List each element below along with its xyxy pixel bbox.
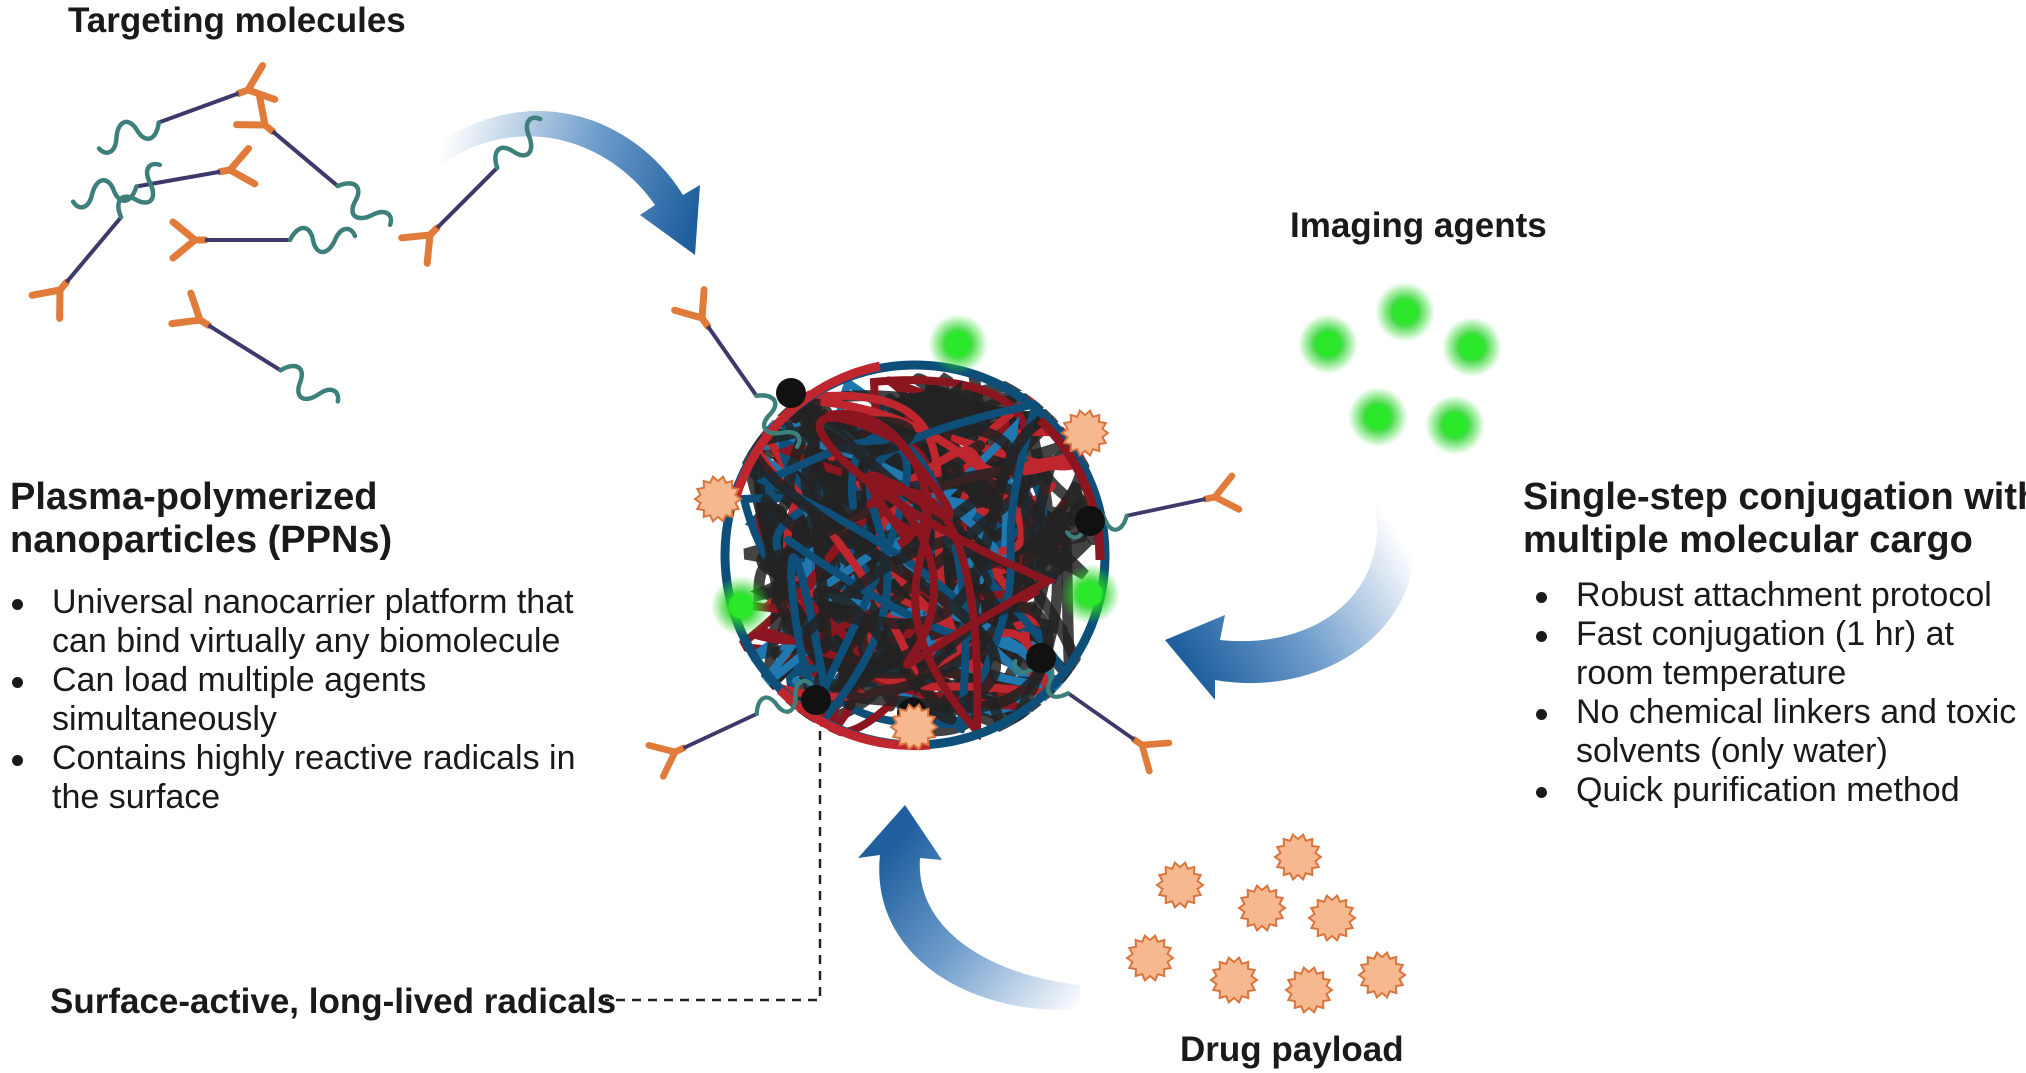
drug-icon — [1060, 408, 1110, 458]
targeting-molecule — [398, 115, 543, 267]
drug-icon — [1209, 955, 1259, 1005]
drug-icon — [1273, 832, 1323, 882]
right-bullet-3-line-2: solvents (only water) — [1576, 732, 1888, 770]
drug-icon — [1125, 933, 1175, 983]
nanoparticle-icon — [719, 359, 1111, 751]
drug-icon — [693, 474, 743, 524]
drug-icon — [1237, 883, 1287, 933]
arrow-to-nanoparticle-bottom — [858, 805, 1080, 1011]
targeting-molecule — [28, 161, 163, 322]
peptide-icon — [335, 181, 394, 228]
peptide-icon — [278, 363, 341, 404]
left-bullet-2: Can load multiple agents simultaneously — [0, 661, 575, 739]
antibody-icon — [233, 93, 277, 135]
left-title-line-2: nanoparticles (PPNs) — [10, 518, 393, 561]
linker — [1066, 691, 1136, 742]
left-bullet-3: Contains highly reactive radicals in the… — [0, 739, 575, 817]
right-bullet-4: Quick purification method — [1524, 771, 2016, 810]
targeting-molecule — [168, 289, 341, 404]
linker — [435, 166, 499, 230]
peptide-icon — [754, 393, 802, 450]
targeting-molecule — [96, 62, 279, 155]
peptide-icon — [754, 678, 814, 716]
right-bullet-3-line-1: No chemical linkers and toxic — [1576, 693, 2017, 731]
targeting-molecule — [233, 93, 394, 228]
radical-icon — [801, 685, 831, 715]
drug-icon — [1155, 860, 1205, 910]
right-bullet-2-line-1: Fast conjugation (1 hr) at — [1576, 615, 1954, 653]
antibody-icon — [645, 742, 687, 780]
left-bullet-list: Universal nanocarrier platform that can … — [0, 583, 575, 817]
right-bullet-2: Fast conjugation (1 hr) at room temperat… — [1524, 615, 2016, 693]
left-bullet-1-line-1: Universal nanocarrier platform that — [52, 583, 574, 621]
radicals-label: Surface-active, long-lived radicals — [50, 982, 617, 1021]
right-title-line-2: multiple molecular cargo — [1523, 518, 1973, 561]
imaging-agent-icon — [711, 576, 771, 636]
peptide-icon — [287, 225, 358, 255]
linker — [1126, 497, 1207, 518]
imaging-agent-icon — [1375, 282, 1435, 342]
targeting-molecule — [645, 678, 814, 780]
left-bullet-2-line-1: Can load multiple agents — [52, 661, 427, 699]
arrow-to-nanoparticle-right — [1165, 505, 1416, 700]
linker — [64, 215, 123, 284]
right-bullet-4-line-1: Quick purification method — [1576, 771, 1960, 809]
imaging-agent-icon — [1442, 317, 1502, 377]
left-bullet-3-line-1: Contains highly reactive radicals in — [52, 739, 576, 777]
antibody-icon — [235, 62, 279, 103]
radical-icon — [776, 378, 806, 408]
peptide-icon — [70, 178, 139, 210]
right-bullet-list: Robust attachment protocol Fast conjugat… — [1524, 576, 2016, 810]
radical-icon — [1075, 506, 1105, 536]
drug-icon — [1307, 893, 1357, 943]
antibody-icon — [168, 289, 212, 329]
peptide-icon — [96, 119, 161, 155]
linker — [207, 323, 282, 373]
right-bullet-1: Robust attachment protocol — [1524, 576, 2016, 615]
drug-icon — [1357, 950, 1407, 1000]
imaging-agent-icon — [1298, 314, 1358, 374]
peptide-icon — [493, 115, 543, 171]
drug-icon — [1284, 965, 1334, 1015]
radical-icon — [1026, 643, 1056, 673]
drug-icon — [889, 702, 939, 752]
linker — [271, 129, 340, 188]
targeting-molecule — [70, 144, 259, 210]
antibody-icon — [398, 224, 441, 267]
imaging-agent-icon — [1348, 387, 1408, 447]
right-bullet-1-line-1: Robust attachment protocol — [1576, 576, 1992, 614]
imaging-agents-label: Imaging agents — [1290, 206, 1547, 245]
drug-payload-label: Drug payload — [1180, 1030, 1404, 1069]
right-title-line-1: Single-step conjugation with — [1523, 476, 2026, 518]
left-bullet-3-line-2: the surface — [52, 778, 221, 816]
linker — [158, 91, 240, 125]
right-bullet-3: No chemical linkers and toxic solvents (… — [1524, 693, 2016, 771]
arrow-to-nanoparticle-top — [430, 111, 700, 255]
antibody-icon — [28, 278, 70, 322]
radical-leader-line — [605, 715, 822, 1002]
targeting-molecule — [671, 286, 802, 450]
targeting-molecules-label: Targeting molecules — [68, 1, 406, 40]
antibody-icon — [1202, 472, 1243, 513]
left-title-line-1: Plasma-polymerized — [10, 476, 378, 518]
imaging-agent-icon — [928, 314, 988, 374]
right-bullet-2-line-2: room temperature — [1576, 654, 1847, 692]
right-panel-title: Single-step conjugation with multiple mo… — [1523, 476, 2026, 562]
left-bullet-1: Universal nanocarrier platform that can … — [0, 583, 575, 661]
antibody-icon — [671, 286, 712, 330]
peptide-icon — [116, 161, 163, 220]
linker — [706, 325, 759, 397]
linker — [682, 712, 758, 750]
imaging-agent-icon — [1425, 395, 1485, 455]
left-bullet-1-line-2: can bind virtually any biomolecule — [52, 622, 561, 660]
left-bullet-2-line-2: simultaneously — [52, 700, 277, 738]
antibody-icon — [169, 218, 209, 262]
antibody-icon — [216, 144, 259, 188]
targeting-molecule — [169, 218, 358, 262]
imaging-agent-icon — [1060, 564, 1120, 624]
antibody-icon — [1130, 736, 1173, 775]
left-panel-title: Plasma-polymerized nanoparticles (PPNs) — [10, 476, 392, 562]
